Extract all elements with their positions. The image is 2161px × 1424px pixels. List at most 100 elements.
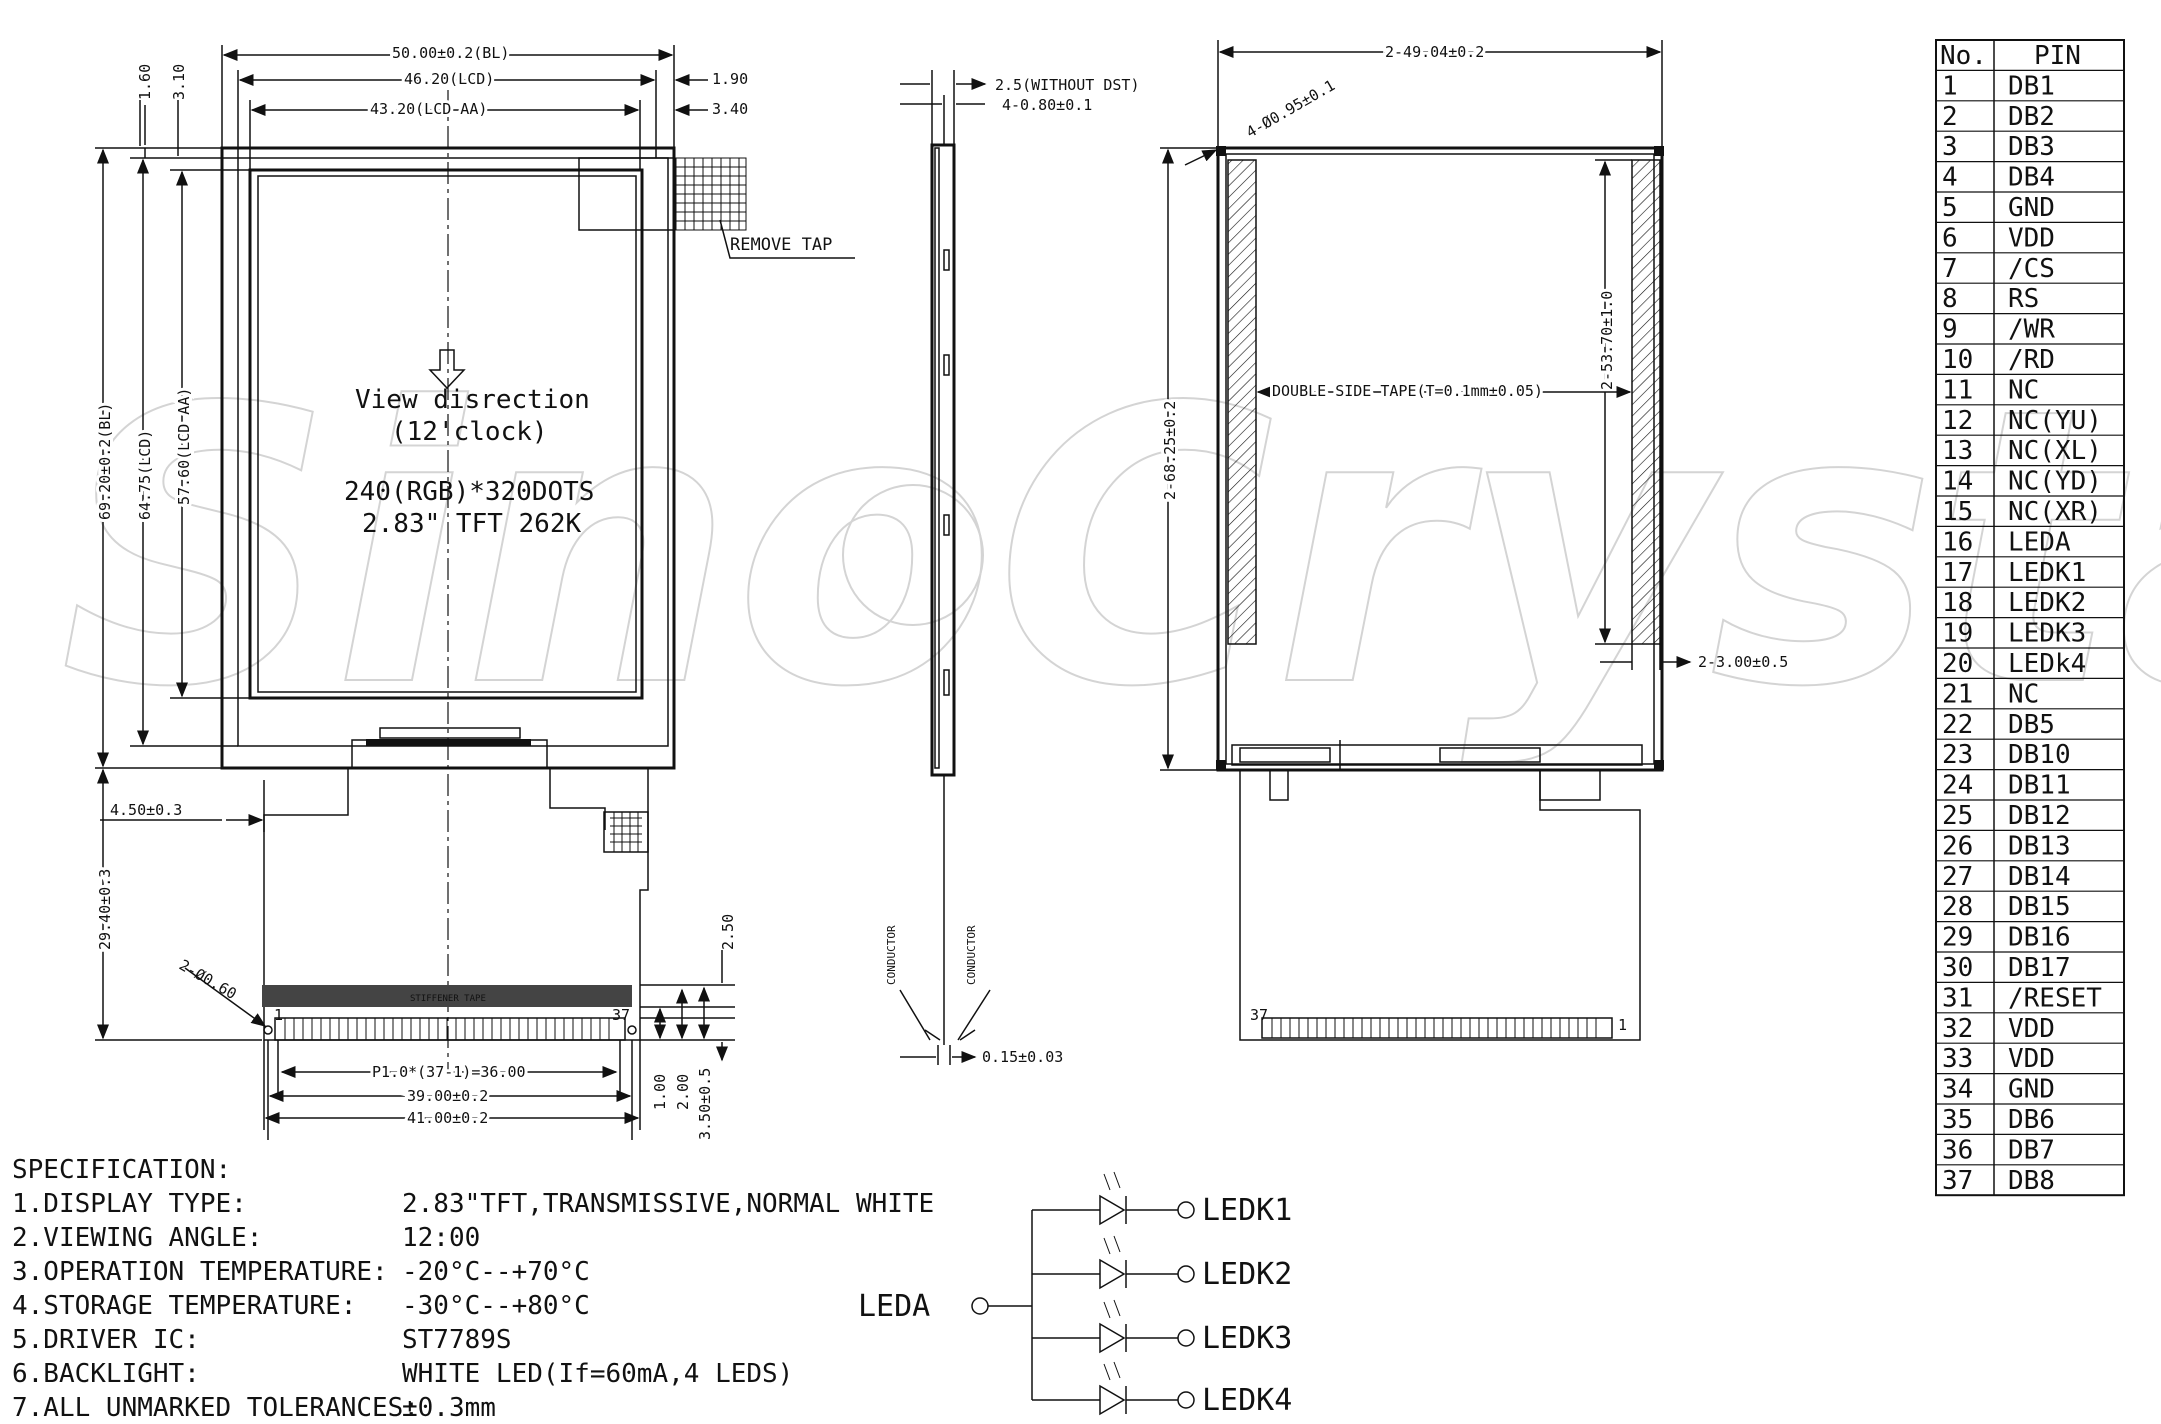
- dim-bl-height: 69.20±0.2(BL): [96, 403, 114, 520]
- pin-number: 4: [1942, 163, 1958, 193]
- dim-back-tape-height: 2-53.70±1.0: [1598, 291, 1616, 390]
- pin-name: DB8: [2008, 1166, 2055, 1196]
- dim-fpc-offset: 4.50±0.3: [110, 801, 182, 819]
- pin-number: 27: [1942, 862, 1973, 892]
- dim-back-width: 2-49.04±0.2: [1385, 43, 1484, 61]
- spec-label-5: 5.DRIVER IC:: [12, 1325, 200, 1355]
- pin-name: GND: [2008, 1075, 2055, 1105]
- pin-number: 24: [1942, 771, 1973, 801]
- tape-right: [1631, 159, 1661, 645]
- spec-label-4: 4.STORAGE TEMPERATURE:: [12, 1291, 356, 1321]
- pin-name: DB5: [2008, 710, 2055, 740]
- pin-number: 9: [1942, 315, 1958, 345]
- spec-value-6: WHITE LED(If=60mA,4 LEDS): [402, 1359, 793, 1389]
- pin-name: DB1: [2008, 71, 2055, 101]
- spec-label-7: 7.ALL UNMARKED TOLERANCES:: [12, 1393, 419, 1423]
- pin-name: DB12: [2008, 801, 2071, 831]
- back-tape-label: DOUBLE SIDE TAPE(T=0.1mm±0.05): [1272, 382, 1543, 400]
- spec-value-1: 2.83"TFT,TRANSMISSIVE,NORMAL WHITE: [402, 1189, 934, 1219]
- dim-pitch: P1.0*(37-1)=36.00: [372, 1063, 526, 1081]
- led-4-icon: [1099, 1361, 1178, 1416]
- pin-number: 19: [1942, 619, 1973, 649]
- pin-name: DB3: [2008, 132, 2055, 162]
- pin-name: DB17: [2008, 953, 2071, 983]
- front-view: REMOVE TAP View disrection (12'clock) 24…: [93, 41, 855, 1140]
- pin-number: 29: [1942, 923, 1973, 953]
- pin-name: LEDK1: [2008, 558, 2086, 588]
- conductor-right: CONDUCTOR: [965, 925, 978, 985]
- dim-100: 1.00: [651, 1074, 669, 1110]
- pin-number: 26: [1942, 831, 1973, 861]
- remove-tape-grid: [675, 157, 747, 231]
- view-direction-line2: (12'clock): [391, 417, 548, 447]
- spec-label-3: 3.OPERATION TEMPERATURE:: [12, 1257, 388, 1287]
- pin-name: DB4: [2008, 163, 2055, 193]
- back-outline: [1216, 146, 1664, 772]
- pin-name: /RD: [2008, 345, 2055, 375]
- led-anode-label: LEDA: [858, 1289, 930, 1324]
- dim-lcd-height: 64.75(LCD): [136, 430, 154, 520]
- dim-right-2: 3.40: [712, 100, 748, 118]
- pin-number: 7: [1942, 254, 1958, 284]
- pin-name: LEDk4: [2008, 649, 2086, 679]
- pin-number: 28: [1942, 892, 1973, 922]
- pin-name: DB11: [2008, 771, 2071, 801]
- view-direction-line1: View disrection: [355, 385, 590, 415]
- pin-number: 20: [1942, 649, 1973, 679]
- dim-250: 2.50: [719, 914, 737, 950]
- fpc-pin-last: 37: [612, 1006, 630, 1024]
- pin-number: 32: [1942, 1014, 1973, 1044]
- pin-number: 2: [1942, 102, 1958, 132]
- view-direction-arrow-icon: [428, 349, 466, 390]
- pin-number: 6: [1942, 223, 1958, 253]
- panel-type-text: 2.83" TFT 262K: [362, 509, 581, 539]
- pin-number: 35: [1942, 1105, 1973, 1135]
- led-cathode-3: LEDK3: [1202, 1321, 1292, 1356]
- pin-name: GND: [2008, 193, 2055, 223]
- dim-39: 39.00±0.2: [407, 1087, 488, 1105]
- pin-name: /RESET: [2008, 983, 2102, 1013]
- led-cathode-1: LEDK1: [1202, 1193, 1292, 1228]
- pin-name: NC(XR): [2008, 497, 2102, 527]
- dim-lcd-aa-width: 43.20(LCD AA): [370, 100, 487, 118]
- dim-back-holes: 4-Ø0.95±0.1: [1243, 76, 1338, 141]
- pin-number: 30: [1942, 953, 1973, 983]
- spec-value-5: ST7789S: [402, 1325, 512, 1355]
- dim-top-1: 1.60: [136, 64, 154, 100]
- pin-name: NC: [2008, 375, 2039, 405]
- pin-number: 3: [1942, 132, 1958, 162]
- side-profile: [930, 143, 956, 777]
- pin-name: DB15: [2008, 892, 2071, 922]
- led-circuit: LEDA LEDK1 LEDK2 LEDK3 LEDK4: [858, 1171, 1292, 1418]
- pin-number: 5: [1942, 193, 1958, 223]
- spec-value-4: -30°C--+80°C: [402, 1291, 590, 1321]
- pin-number: 31: [1942, 983, 1973, 1013]
- dim-side-step: 4-0.80±0.1: [1002, 96, 1092, 114]
- spec-label-1: 1.DISPLAY TYPE:: [12, 1189, 247, 1219]
- tape-left: [1227, 159, 1257, 645]
- pin-number: 15: [1942, 497, 1973, 527]
- pin-number: 1: [1942, 71, 1958, 101]
- dim-back-tape-width: 2-3.00±0.5: [1698, 653, 1788, 671]
- led-1-icon: [1099, 1171, 1178, 1226]
- resolution-text: 240(RGB)*320DOTS: [344, 477, 594, 507]
- dim-bl-width: 50.00±0.2(BL): [392, 44, 509, 62]
- spec-label-2: 2.VIEWING ANGLE:: [12, 1223, 262, 1253]
- stiffener-tape: [262, 985, 632, 1007]
- pin-number: 18: [1942, 588, 1973, 618]
- pin-name: /CS: [2008, 254, 2055, 284]
- spec-title: SPECIFICATION:: [12, 1155, 231, 1185]
- dim-right-1: 1.90: [712, 70, 748, 88]
- remove-tape-area: [578, 157, 675, 231]
- pin-name: LEDK2: [2008, 588, 2086, 618]
- pin-name: NC(YD): [2008, 467, 2102, 497]
- active-area-inner: [257, 175, 637, 693]
- fpc-components: [603, 811, 649, 853]
- pin-name: /WR: [2008, 315, 2055, 345]
- back-fpc-pins: [1261, 1017, 1613, 1039]
- fpc-pins: [274, 1017, 626, 1041]
- led-cathode-2: LEDK2: [1202, 1257, 1292, 1292]
- dim-350: 3.50±0.5: [696, 1068, 714, 1140]
- pin-number: 12: [1942, 406, 1973, 436]
